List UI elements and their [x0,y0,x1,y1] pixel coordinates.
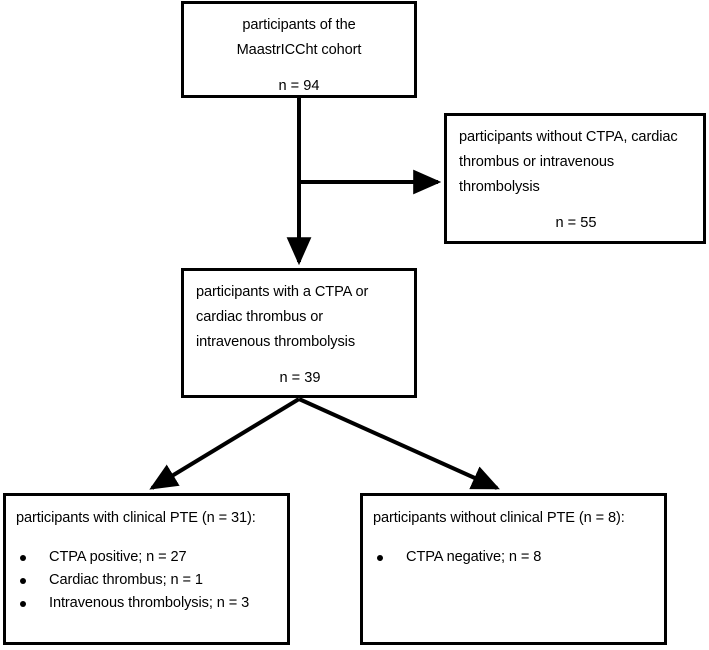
list-item-label: Cardiac thrombus; n = 1 [49,572,203,588]
bullet-icon [377,555,383,561]
edge-included-to-pte-positive [149,397,301,490]
list-item: CTPA negative; n = 8 [373,546,656,569]
right-box-count: n = 55 [555,215,597,231]
middle-box-count: n = 39 [279,370,321,386]
bullet-icon [20,578,26,584]
right-box-line-1: participants without CTPA, cardiac [459,129,678,145]
edge-included-to-pte-negative [298,397,500,490]
spacer [196,355,404,366]
right-box-excluded-content: participants without CTPA, cardiac throm… [447,116,703,241]
top-box-count: n = 94 [278,78,320,94]
middle-box-line-3: intravenous thrombolysis [196,334,356,350]
top-box-cohort-content: participants of the MaastrICCht cohort n… [184,4,414,95]
list-item-label: CTPA positive; n = 27 [49,549,187,565]
middle-box-included-content: participants with a CTPA or cardiac thro… [184,271,414,395]
bottom-left-box-content: participants with clinical PTE (n = 31):… [6,496,287,642]
list-item: Intravenous thrombolysis; n = 3 [16,592,279,615]
right-box-line-3: thrombolysis [459,179,540,195]
spacer [373,531,656,546]
list-item: CTPA positive; n = 27 [16,546,279,569]
bottom-right-box-content: participants without clinical PTE (n = 8… [363,496,664,642]
bullet-icon [20,601,26,607]
spacer [194,63,404,74]
bottom-left-heading: participants with clinical PTE (n = 31): [16,510,256,526]
bottom-right-bullet-list: CTPA negative; n = 8 [373,546,656,569]
middle-box-line-2: cardiac thrombus or [196,309,324,325]
bottom-left-bullet-list: CTPA positive; n = 27 Cardiac thrombus; … [16,546,279,615]
top-box-line-2: MaastrICCht cohort [236,42,362,58]
spacer [16,531,279,546]
bottom-left-box-with-pte: participants with clinical PTE (n = 31):… [3,493,290,645]
list-item-label: Intravenous thrombolysis; n = 3 [49,595,250,611]
bottom-right-box-without-pte: participants without clinical PTE (n = 8… [360,493,667,645]
top-box-line-1: participants of the [242,17,356,33]
spacer [459,200,693,211]
right-box-excluded: participants without CTPA, cardiac throm… [444,113,706,244]
middle-box-line-1: participants with a CTPA or [196,284,369,300]
bullet-icon [20,555,26,561]
list-item: Cardiac thrombus; n = 1 [16,569,279,592]
middle-box-included: participants with a CTPA or cardiac thro… [181,268,417,398]
list-item-label: CTPA negative; n = 8 [406,549,542,565]
right-box-line-2: thrombus or intravenous [459,154,615,170]
top-box-cohort: participants of the MaastrICCht cohort n… [181,1,417,98]
bottom-right-heading: participants without clinical PTE (n = 8… [373,510,625,526]
